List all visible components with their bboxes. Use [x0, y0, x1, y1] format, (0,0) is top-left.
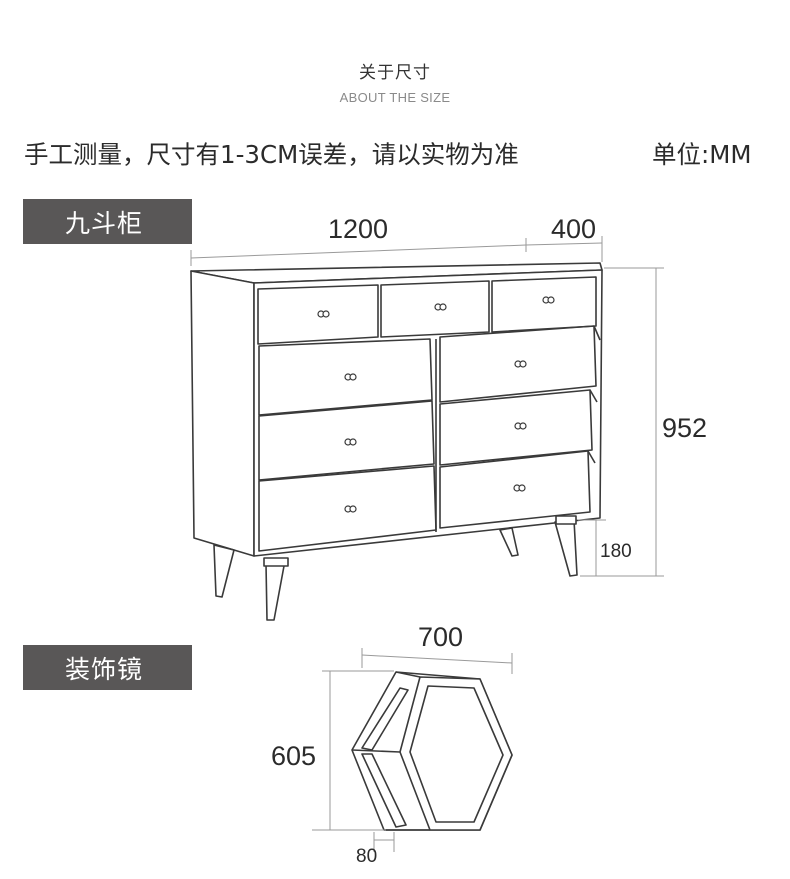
cabinet-front-frame: [253, 269, 603, 557]
mirror-drawing: [351, 671, 513, 831]
mirror-label-tag: 装饰镜: [23, 645, 192, 690]
drawer-left-3: [258, 465, 437, 552]
cabinet-drawing: [190, 262, 603, 621]
cabinet-height-value: 952: [662, 413, 708, 443]
drawer-knobs: [317, 296, 555, 513]
mirror-thickness-value: 80: [356, 846, 378, 867]
section-title: 关于尺寸: [359, 63, 431, 83]
drawer-left-1: [258, 338, 433, 416]
measurement-note: 手工测量，尺寸有1-3CM误差，请以实物为准: [24, 140, 519, 169]
width-dimension-line: [190, 244, 527, 259]
cabinet-leg-back-left: [213, 544, 235, 598]
mirror-width-value: 700: [418, 622, 464, 652]
unit-label: 单位:MM: [652, 140, 752, 169]
drawer-top-1: [257, 284, 379, 345]
cabinet-depth-value: 400: [551, 214, 597, 244]
section-subtitle: ABOUT THE SIZE: [339, 90, 451, 105]
drawer-right-2: [439, 389, 593, 466]
mirror-width-dimension-line: [361, 654, 513, 664]
drawer-top-3: [491, 276, 597, 333]
drawer-left-2: [258, 400, 435, 481]
cabinet-side-panel: [190, 270, 255, 557]
cabinet-label-tag: 九斗柜: [23, 199, 192, 244]
cabinet-leg-front-right: [554, 519, 578, 577]
drawer-right-3: [439, 450, 591, 529]
leg-height-value: 180: [600, 541, 632, 562]
drawer-right-1: [439, 325, 597, 403]
cabinet-leg-front-left: [265, 563, 285, 621]
drawer-top-2: [380, 280, 490, 338]
mirror-height-value: 605: [271, 741, 317, 771]
cabinet-width-value: 1200: [328, 214, 389, 244]
cabinet-leg-back-right: [499, 527, 519, 557]
mirror-glass: [409, 685, 504, 823]
depth-dimension-line: [525, 242, 603, 246]
